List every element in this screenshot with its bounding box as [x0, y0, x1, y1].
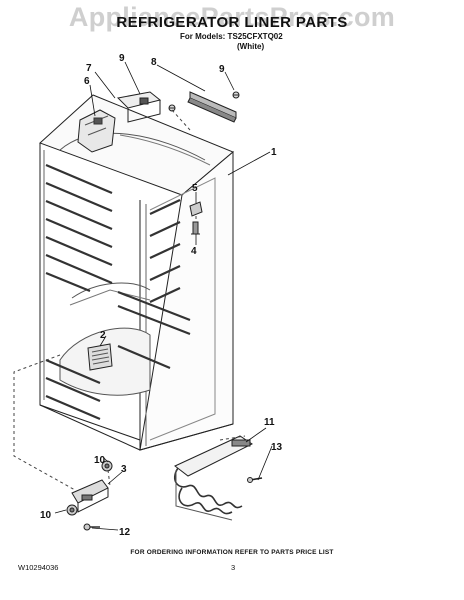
models-line: For Models: TS25CFXTQ02: [180, 32, 283, 41]
screw-part-9-left: [168, 104, 176, 112]
roller-part-10-top: [101, 460, 113, 472]
callout-3: 3: [121, 464, 127, 475]
page-title: REFRIGERATOR LINER PARTS: [116, 14, 348, 31]
leader-lines: [54, 61, 273, 531]
vent-grille-part-2: [87, 343, 113, 371]
callout-1: 1: [271, 147, 277, 158]
callout-4: 4: [191, 246, 197, 257]
callout-9-left: 9: [119, 53, 125, 64]
bracket-part-7: [116, 91, 162, 123]
evaporator-coil-part-11: [173, 435, 253, 521]
clip-part-5: [189, 201, 203, 217]
right-shelf-rails: [117, 199, 191, 370]
callout-12: 12: [119, 527, 131, 538]
fastener-part-4: [191, 221, 200, 235]
callout-11: 11: [264, 417, 275, 428]
callout-9-right: 9: [219, 64, 225, 75]
callout-13: 13: [271, 442, 283, 453]
roller-part-10-left: [66, 504, 78, 516]
liner-body: [39, 94, 234, 451]
watermark: AppliancePartsPros.com: [68, 2, 396, 32]
phantom-lines: [13, 109, 246, 491]
callout-8: 8: [151, 57, 157, 68]
callout-7: 7: [86, 63, 92, 74]
callout-10-top: 10: [94, 455, 106, 466]
trim-strip-part-8: [187, 91, 237, 123]
color-line: (White): [237, 42, 265, 51]
document-number: W10294036: [18, 563, 59, 572]
screw-part-13: [247, 477, 263, 483]
callout-5: 5: [192, 183, 198, 194]
callout-2: 2: [100, 330, 106, 341]
callout-10-left: 10: [40, 510, 52, 521]
ordering-note: FOR ORDERING INFORMATION REFER TO PARTS …: [130, 549, 334, 556]
callout-6: 6: [84, 76, 90, 87]
damper-housing-part-6: [77, 109, 116, 153]
page-number: 3: [231, 563, 236, 572]
screw-part-9-right: [232, 91, 240, 99]
screw-part-12: [83, 523, 100, 531]
bracket-part-3: [71, 479, 109, 513]
left-shelf-rails: [45, 163, 113, 421]
